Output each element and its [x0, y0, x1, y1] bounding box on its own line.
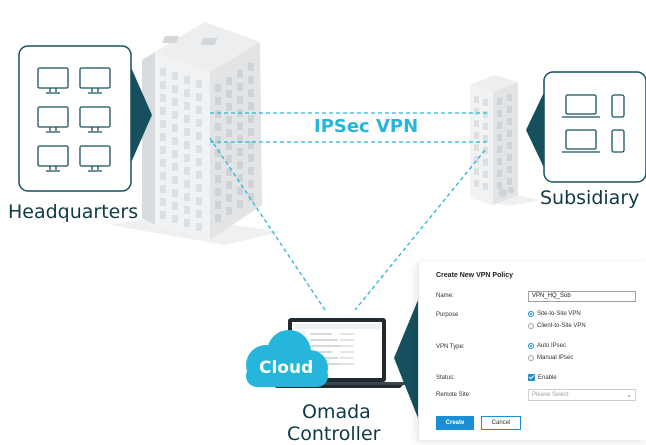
desktop-monitor-icon — [37, 106, 69, 133]
subsidiary-label: Subsidiary — [540, 187, 640, 209]
subsidiary-devices-card — [526, 71, 646, 183]
name-field[interactable]: VPN_HQ_Sub — [528, 291, 636, 302]
hq-devices-card — [18, 45, 152, 192]
status-label: Status: — [436, 375, 455, 381]
status-enable-checkbox[interactable]: Enable — [528, 374, 557, 381]
status-value: Enable — [538, 374, 557, 381]
desktop-monitor-icon — [79, 145, 111, 172]
subsidiary-building — [470, 75, 518, 205]
desktop-monitor-icon — [37, 145, 69, 172]
desktop-monitor-icon — [79, 67, 111, 94]
vpn-type-option-label: Manual IPsec — [537, 355, 574, 361]
purpose-option-client-to-site[interactable]: Client-to-Site VPN — [528, 323, 586, 329]
radio-selected-icon — [528, 343, 534, 349]
chevron-down-icon: ⌄ — [626, 392, 632, 399]
name-label: Name: — [436, 293, 454, 299]
create-vpn-policy-dialog: Create New VPN Policy Name: VPN_HQ_Sub P… — [418, 262, 646, 440]
desktop-monitor-icon — [37, 67, 69, 94]
create-button[interactable]: Create — [436, 416, 474, 430]
controller-panel-pointer — [394, 300, 418, 418]
radio-selected-icon — [528, 311, 534, 317]
omada-controller-label-line2: Controller — [287, 423, 381, 445]
ipsec-vpn-tunnel — [209, 112, 488, 311]
purpose-label: Purpose — [436, 312, 459, 318]
remote-site-placeholder: Please Select — [532, 392, 569, 398]
purpose-option-label: Site-to-Site VPN — [537, 311, 581, 317]
purpose-option-site-to-site[interactable]: Site-to-Site VPN — [528, 311, 581, 317]
purpose-option-label: Client-to-Site VPN — [537, 323, 586, 329]
remote-site-select[interactable]: Please Select ⌄ — [528, 389, 636, 401]
remote-site-label: Remote Site: — [436, 392, 471, 398]
vpn-type-option-label: Auto IPsec — [537, 343, 567, 349]
radio-unselected-icon — [528, 355, 534, 361]
checkbox-checked-icon — [528, 374, 535, 381]
vpn-type-option-manual[interactable]: Manual IPsec — [528, 355, 573, 361]
cloud-icon — [246, 330, 328, 387]
radio-unselected-icon — [528, 323, 534, 329]
vpn-type-label: VPN Type: — [436, 344, 465, 350]
cloud-label: Cloud — [259, 358, 314, 378]
ipsec-vpn-label: IPSec VPN — [314, 116, 419, 137]
dialog-title: Create New VPN Policy — [436, 272, 514, 279]
cancel-button[interactable]: Cancel — [481, 416, 521, 430]
desktop-monitor-icon — [79, 106, 111, 133]
vpn-type-option-auto[interactable]: Auto IPsec — [528, 343, 566, 349]
hq-building — [142, 22, 262, 240]
omada-controller-label-line1: Omada — [302, 401, 371, 423]
headquarters-label: Headquarters — [8, 201, 139, 223]
